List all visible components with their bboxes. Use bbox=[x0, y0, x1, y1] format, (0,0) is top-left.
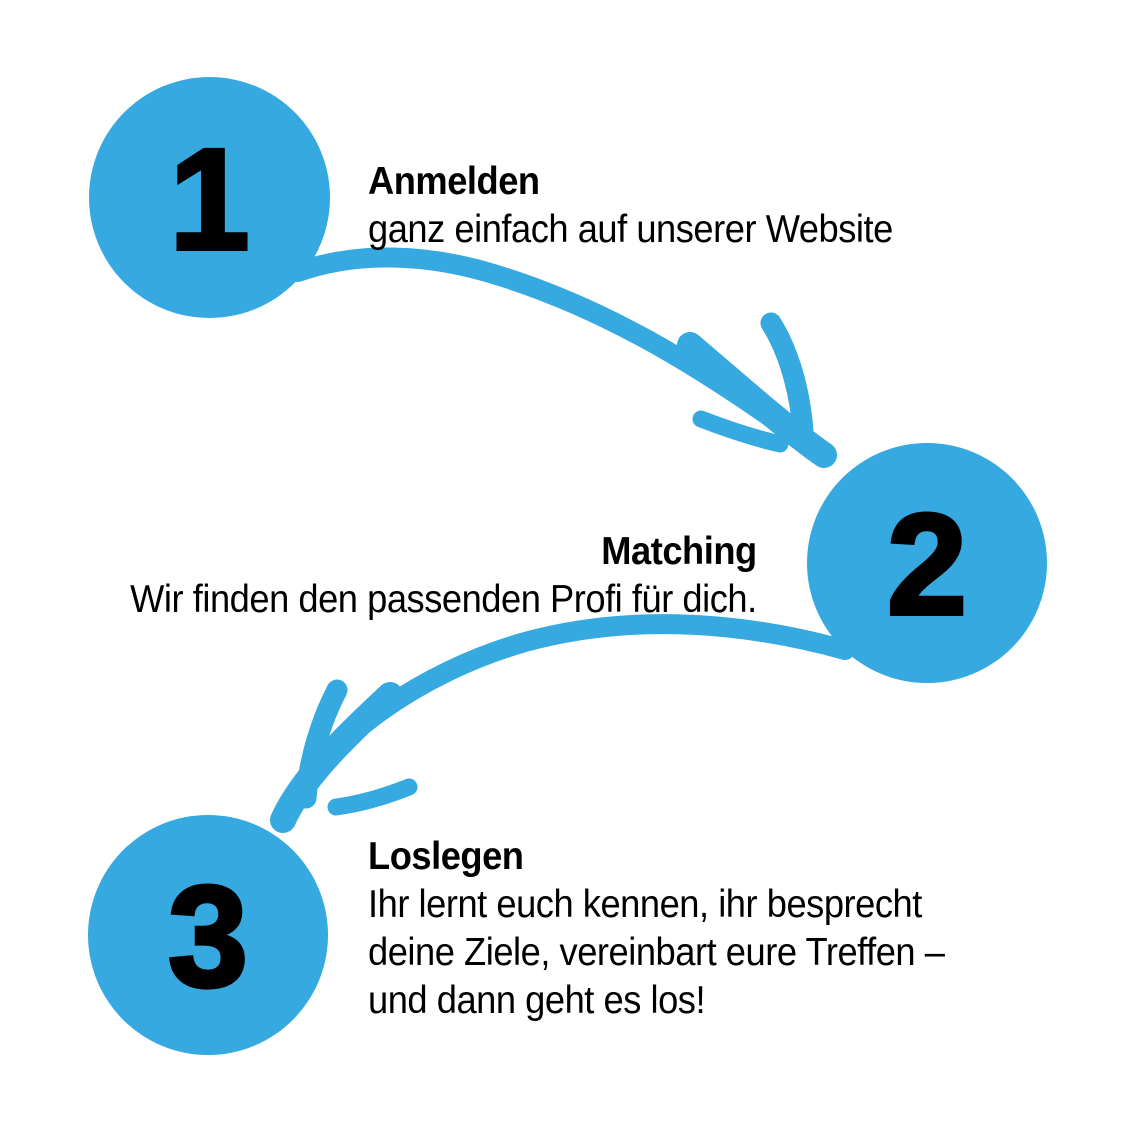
step-1-description-line: ganz einfach auf unserer Website bbox=[368, 208, 893, 251]
step-3-text: Loslegen Ihr lernt euch kennen, ihr besp… bbox=[368, 833, 945, 1025]
step-3-description-line: und dann geht es los! bbox=[368, 979, 706, 1022]
step-1-number: 1 bbox=[167, 118, 251, 280]
step-2-number: 2 bbox=[885, 484, 969, 645]
step-1-text: Anmelden ganz einfach auf unserer Websit… bbox=[368, 158, 893, 254]
step-2-text: Matching Wir finden den passenden Profi … bbox=[130, 528, 757, 624]
arrow-1-taper-icon bbox=[677, 332, 837, 468]
arrow-1-arrowhead-upper-icon bbox=[760, 312, 814, 442]
arrow-2-taper-icon bbox=[270, 682, 403, 833]
step-3-title: Loslegen bbox=[368, 835, 524, 878]
step-3-description-line: deine Ziele, vereinbart eure Treffen – bbox=[368, 931, 945, 974]
step-2-description-line: Wir finden den passenden Profi für dich. bbox=[130, 578, 757, 621]
step-2-title: Matching bbox=[601, 530, 758, 573]
arrow-2-arrowhead-upper-icon bbox=[295, 679, 348, 809]
step-1-badge: 1 bbox=[89, 77, 330, 318]
step-3-number: 3 bbox=[166, 856, 250, 1017]
arrow-1-arrowhead-lower-icon bbox=[692, 410, 789, 453]
step-1-title: Anmelden bbox=[368, 160, 540, 203]
arrow-2-arrowhead-lower-icon bbox=[327, 778, 418, 816]
step-3-description-line: Ihr lernt euch kennen, ihr besprecht bbox=[368, 883, 922, 926]
step-3-badge: 3 bbox=[88, 815, 328, 1055]
step-2-badge: 2 bbox=[807, 443, 1047, 683]
